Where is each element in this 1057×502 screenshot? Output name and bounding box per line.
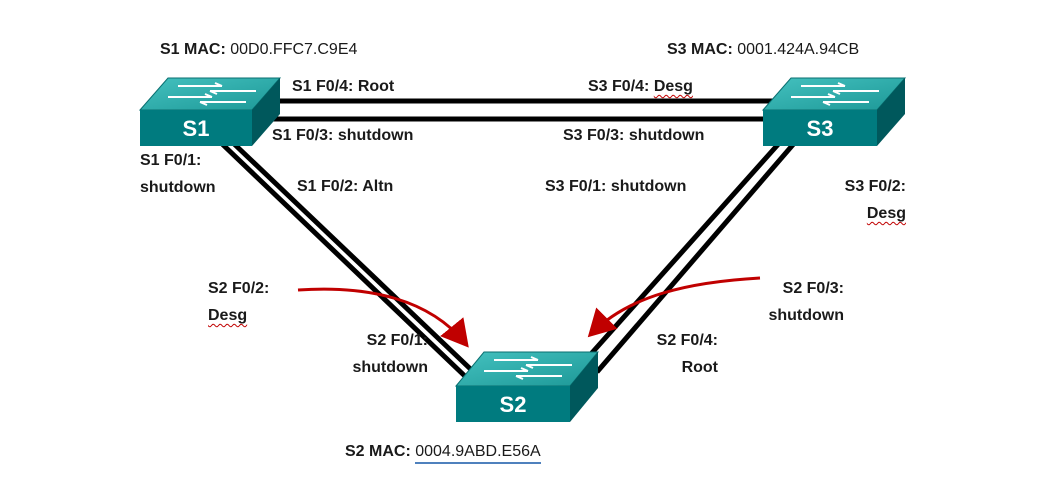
port-state: Altn — [362, 178, 394, 195]
port-state: Root — [681, 359, 718, 376]
switch-arrows-icon — [168, 82, 256, 106]
s1-mac-label: S1 MAC: 00D0.FFC7.C9E4 — [160, 40, 357, 59]
port-state: Desg — [866, 205, 906, 222]
port-id: S3 F0/2: — [844, 178, 906, 195]
s3-mac-value: 0001.424A.94CB — [737, 41, 860, 58]
port-state: shutdown — [337, 127, 414, 144]
s2-mac-title: S2 MAC: — [345, 443, 411, 460]
s2-mac-value: 0004.9ABD.E56A — [415, 443, 541, 464]
link-s3-s2-f04 — [595, 138, 799, 374]
port-state: shutdown — [352, 359, 428, 376]
port-state: shutdown — [628, 127, 705, 144]
port-id: S2 F0/4: — [656, 332, 718, 349]
port-state: shutdown — [140, 179, 216, 196]
s3-f03-port-label: S3 F0/3: shutdown — [563, 126, 704, 145]
s1-f01-port-label: S1 F0/1: shutdown — [140, 151, 216, 197]
port-state: shutdown — [768, 307, 844, 324]
s1-mac-value: 00D0.FFC7.C9E4 — [230, 41, 358, 58]
port-id: S2 F0/1: — [366, 332, 428, 349]
s3-f04-port-label: S3 F0/4: Desg — [588, 77, 693, 96]
switch-s1-label: S1 — [183, 116, 210, 141]
s1-f04-port-label: S1 F0/4: Root — [292, 77, 394, 96]
s3-mac-label: S3 MAC: 0001.424A.94CB — [667, 40, 859, 59]
port-id: S1 F0/1: — [140, 152, 202, 169]
arrow-s2-f03 — [587, 276, 761, 338]
switch-s1[interactable]: S1 — [138, 77, 282, 146]
arrow-s2-f02 — [297, 287, 469, 348]
s2-f02-port-label: S2 F0/2: Desg — [208, 279, 269, 325]
link-s1-s2-f01 — [216, 138, 471, 382]
switch-s2[interactable]: S2 — [454, 351, 600, 422]
s1-f02-port-label: S1 F0/2: Altn — [297, 177, 393, 196]
s2-mac-label: S2 MAC: 0004.9ABD.E56A — [345, 442, 541, 464]
switch-arrows-icon — [791, 82, 879, 106]
switch-s3-label: S3 — [807, 116, 834, 141]
s3-mac-title: S3 MAC: — [667, 41, 733, 58]
port-state: shutdown — [610, 178, 687, 195]
port-id: S1 F0/4: — [292, 78, 354, 95]
port-id: S1 F0/2: — [297, 178, 359, 195]
port-state: Root — [357, 78, 395, 95]
s3-f02-port-label: S3 F0/2: Desg — [826, 177, 906, 223]
link-s1-s2-f02 — [228, 138, 484, 382]
s1-mac-title: S1 MAC: — [160, 41, 226, 58]
s3-f01-port-label: S3 F0/1: shutdown — [545, 177, 686, 196]
s1-f03-port-label: S1 F0/3: shutdown — [272, 126, 413, 145]
switch-s2-label: S2 — [500, 392, 527, 417]
port-id: S2 F0/3: — [782, 280, 844, 297]
switch-s3[interactable]: S3 — [761, 77, 907, 146]
switch-arrows-icon — [484, 356, 572, 380]
port-state: Desg — [208, 307, 248, 324]
port-id: S1 F0/3: — [272, 127, 334, 144]
s2-f04-port-label: S2 F0/4: Root — [636, 331, 718, 377]
port-id: S3 F0/1: — [545, 178, 607, 195]
port-id: S3 F0/4: — [588, 78, 650, 95]
port-id: S2 F0/2: — [208, 280, 270, 297]
port-state: Desg — [653, 78, 693, 95]
s2-f03-port-label: S2 F0/3: shutdown — [752, 279, 844, 325]
s2-f01-port-label: S2 F0/1: shutdown — [336, 331, 428, 377]
port-id: S3 F0/3: — [563, 127, 625, 144]
